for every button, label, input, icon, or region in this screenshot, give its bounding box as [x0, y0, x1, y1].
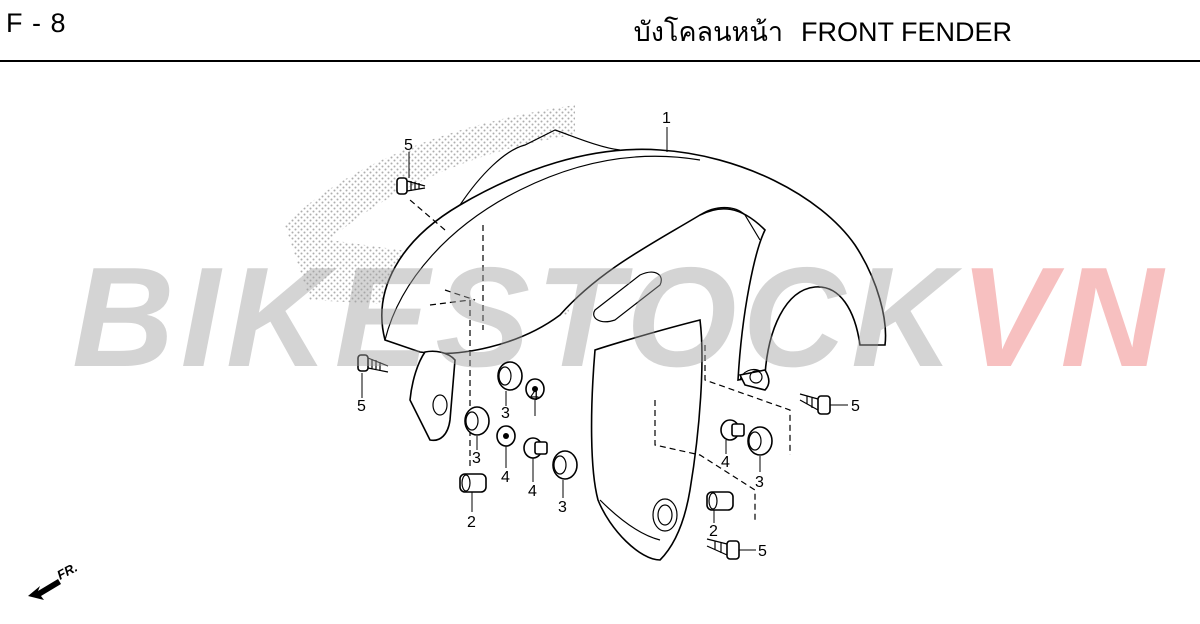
callout-washer-a: 4 [530, 387, 539, 404]
callout-collar-left: 2 [467, 514, 476, 531]
callout-washer-d: 4 [721, 454, 730, 471]
grommet-b [464, 406, 490, 436]
header-divider [0, 60, 1200, 62]
callout-bolt-bottom: 5 [758, 543, 767, 560]
grommet-c [552, 450, 578, 480]
callout-washer-b: 4 [501, 469, 510, 486]
collar-left [459, 473, 487, 493]
callout-washer-c: 4 [528, 483, 537, 500]
callout-bolt-right: 5 [851, 398, 860, 415]
collar-right [706, 491, 734, 511]
bolt-bottom [706, 538, 740, 560]
page-code: F - 8 [6, 8, 67, 38]
callout-grommet-c: 3 [558, 499, 567, 516]
front-direction-marker: FR. [28, 560, 80, 600]
title-english: FRONT FENDER [800, 17, 1012, 47]
callout-grommet-d: 3 [755, 474, 764, 491]
page-header: F - 8 บังโคลนหน้า FRONT FENDER [0, 0, 1200, 62]
page-title: บังโคลนหน้า FRONT FENDER [634, 10, 1012, 53]
callout-bolt-top: 5 [404, 137, 413, 154]
bolt-top [396, 177, 426, 195]
washer-c [523, 437, 548, 459]
wheel-shadow [285, 105, 575, 315]
washer-d [720, 419, 745, 441]
callout-collar-right: 2 [709, 523, 718, 540]
callout-bolt-left: 5 [357, 398, 366, 415]
washer-b [496, 425, 516, 447]
callout-grommet-b: 3 [472, 450, 481, 467]
parts-diagram: 1 5 5 5 5 3 3 3 3 4 4 4 4 2 2 FR. [28, 105, 887, 600]
direction-label: FR. [54, 560, 80, 583]
callout-fender: 1 [662, 110, 671, 127]
bolt-right [799, 393, 831, 415]
callout-grommet-a: 3 [501, 405, 510, 422]
bolt-left [357, 354, 389, 373]
grommet-d [747, 426, 773, 456]
title-thai: บังโคลนหน้า [633, 17, 783, 47]
front-fender-part [381, 129, 887, 561]
grommet-a [497, 361, 523, 391]
